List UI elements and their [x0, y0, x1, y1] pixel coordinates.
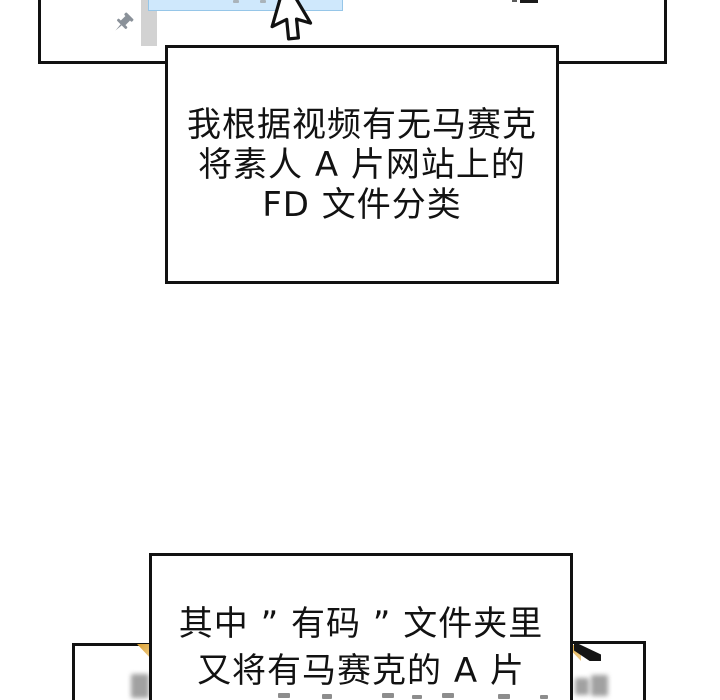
speech-line: 将素人 A 片网站上的 — [198, 144, 526, 185]
blurred-glyph — [591, 675, 608, 696]
clipped-text-fragment — [278, 693, 290, 698]
clipped-text-fragment — [498, 694, 510, 699]
speech-line: FD 文件分类 — [262, 184, 462, 225]
clipped-text-fragment — [512, 0, 517, 2]
clipped-text-fragment — [322, 694, 332, 699]
speech-box: 其中 ” 有码 ” 文件夹里 又将有马赛克的 A 片 — [149, 553, 573, 700]
mouse-cursor-icon — [263, 0, 334, 60]
clipped-row-content — [233, 0, 239, 3]
blurred-glyph — [575, 678, 589, 695]
clipped-text-fragment — [382, 693, 394, 698]
clipped-text-fragment — [540, 695, 548, 699]
clipped-text-fragment — [412, 695, 422, 699]
pin-icon[interactable] — [109, 11, 135, 37]
blurred-glyph — [131, 674, 149, 698]
speech-line: 我根据视频有无马赛克 — [187, 104, 537, 145]
speech-line: 又将有马赛克的 A 片 — [197, 651, 525, 691]
speech-line: 其中 ” 有码 ” 文件夹里 — [178, 604, 544, 644]
clipped-text-fragment — [442, 693, 454, 698]
clipped-row-content — [260, 0, 266, 3]
clipped-text-fragment — [520, 0, 538, 3]
speech-box: 我根据视频有无马赛克 将素人 A 片网站上的 FD 文件分类 — [165, 45, 559, 284]
pin-icon[interactable] — [109, 0, 135, 1]
selected-row[interactable] — [148, 0, 343, 11]
scrollbar-strip[interactable] — [141, 0, 157, 46]
